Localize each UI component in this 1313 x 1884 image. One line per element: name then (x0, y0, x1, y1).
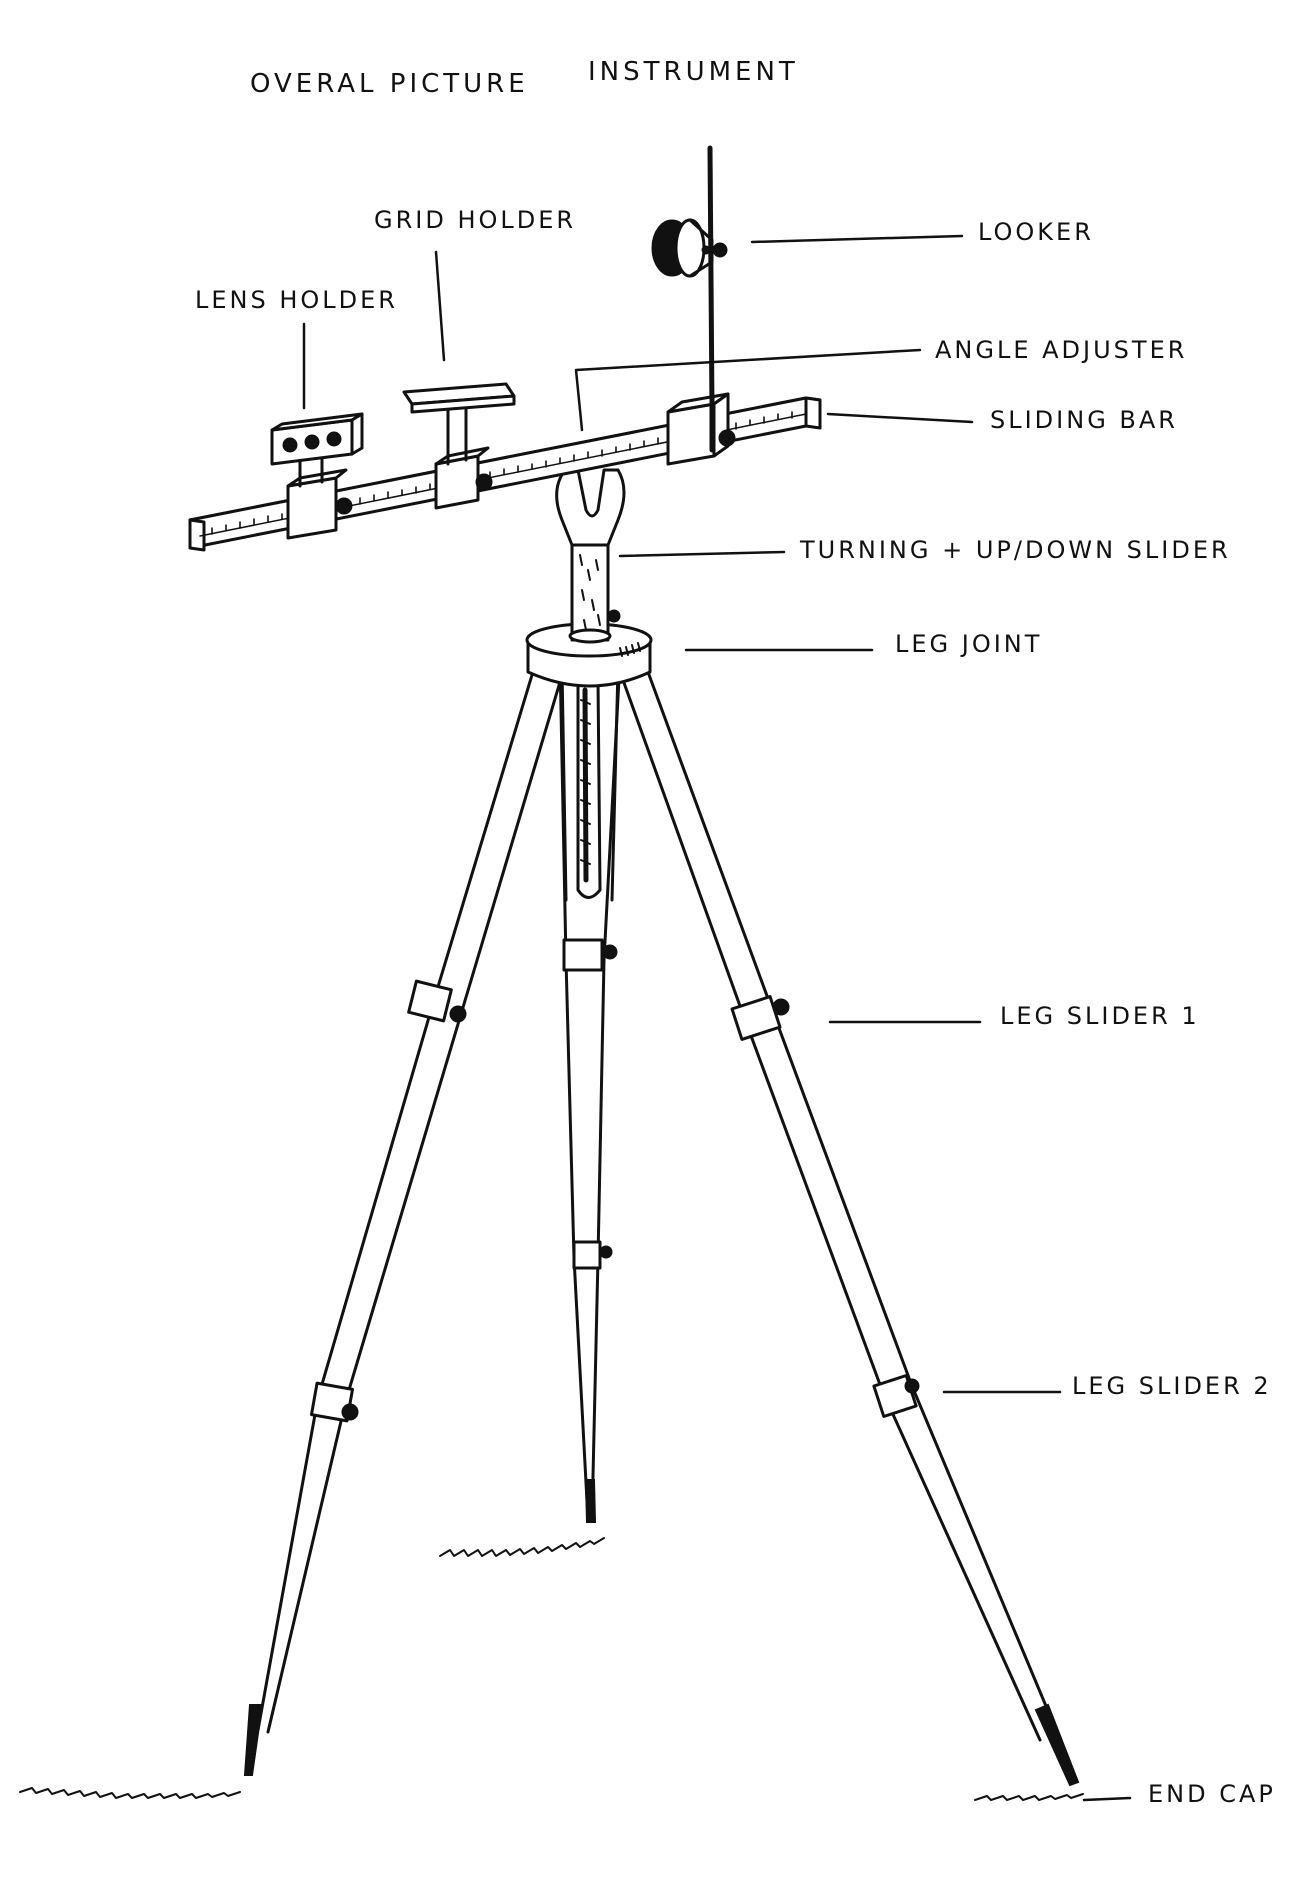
label-turning-slider: TURNING + UP/DOWN SLIDER (799, 536, 1231, 564)
center-leg (558, 658, 622, 1523)
right-leg (621, 670, 1080, 1787)
looker-assembly (651, 145, 736, 466)
ground-hatch-left (19, 1787, 241, 1799)
leg-slider-1-right (730, 995, 790, 1041)
title-left: OVERAL PICTURE (250, 69, 529, 99)
label-grid-holder: GRID HOLDER (374, 206, 576, 234)
center-column (560, 666, 620, 902)
label-angle-adjuster: ANGLE ADJUSTER (935, 336, 1187, 364)
leader-turning-slider (618, 550, 786, 558)
leader-looker (750, 234, 964, 244)
leg-slider-2-right (872, 1374, 920, 1418)
label-leg-joint: LEG JOINT (895, 630, 1042, 658)
title-right: INSTRUMENT (588, 57, 799, 87)
leader-lines (302, 234, 1132, 1802)
leader-angle-adjuster (574, 348, 922, 432)
ground-hatch-right (974, 1793, 1084, 1801)
leg-slider-1-center (562, 938, 618, 972)
label-lens-holder: LENS HOLDER (195, 286, 398, 314)
label-end-cap: END CAP (1148, 1780, 1276, 1808)
turning-up-down-slider (555, 468, 626, 644)
label-looker: LOOKER (978, 218, 1094, 246)
left-leg (243, 673, 562, 1776)
leader-grid-holder (434, 250, 446, 362)
leg-slider-2-center (572, 1240, 613, 1270)
leader-end-cap (1082, 1796, 1132, 1802)
label-leg-slider-1: LEG SLIDER 1 (1000, 1002, 1200, 1030)
leg-slider-2-left (309, 1381, 359, 1423)
label-leg-slider-2: LEG SLIDER 2 (1072, 1372, 1272, 1400)
leg-slider-clamps (309, 938, 920, 1423)
lens-holder (270, 412, 364, 540)
label-sliding-bar: SLIDING BAR (990, 406, 1178, 434)
leader-sliding-bar (826, 412, 974, 424)
grid-holder (402, 382, 516, 510)
ground-hatch-center (439, 1537, 605, 1557)
tripod-legs (19, 658, 1084, 1801)
leg-slider-1-left (407, 979, 467, 1023)
